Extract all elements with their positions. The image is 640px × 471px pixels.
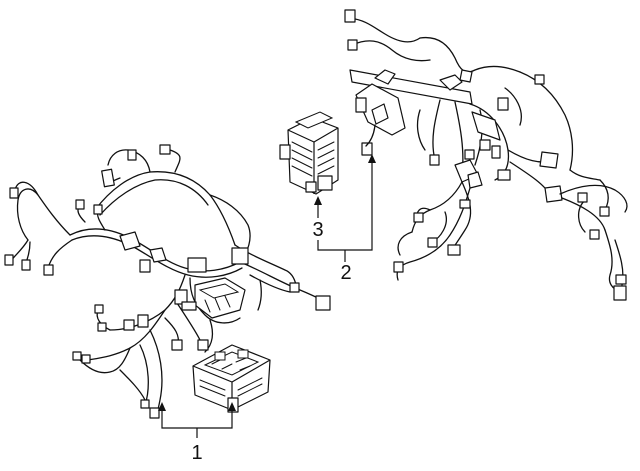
callout-2: 2 bbox=[340, 262, 351, 284]
body-control-module bbox=[279, 111, 339, 195]
instrument-panel-harness bbox=[344, 9, 628, 301]
leader-part-1 bbox=[158, 402, 236, 438]
callout-3: 3 bbox=[312, 219, 323, 241]
engine-wiring-harness bbox=[4, 144, 331, 419]
leader-part-2 bbox=[317, 154, 376, 262]
harness-junction-block bbox=[174, 277, 246, 319]
callout-1: 1 bbox=[191, 442, 202, 464]
leader-part-3 bbox=[314, 196, 322, 218]
fuse-relay-box bbox=[192, 344, 271, 413]
